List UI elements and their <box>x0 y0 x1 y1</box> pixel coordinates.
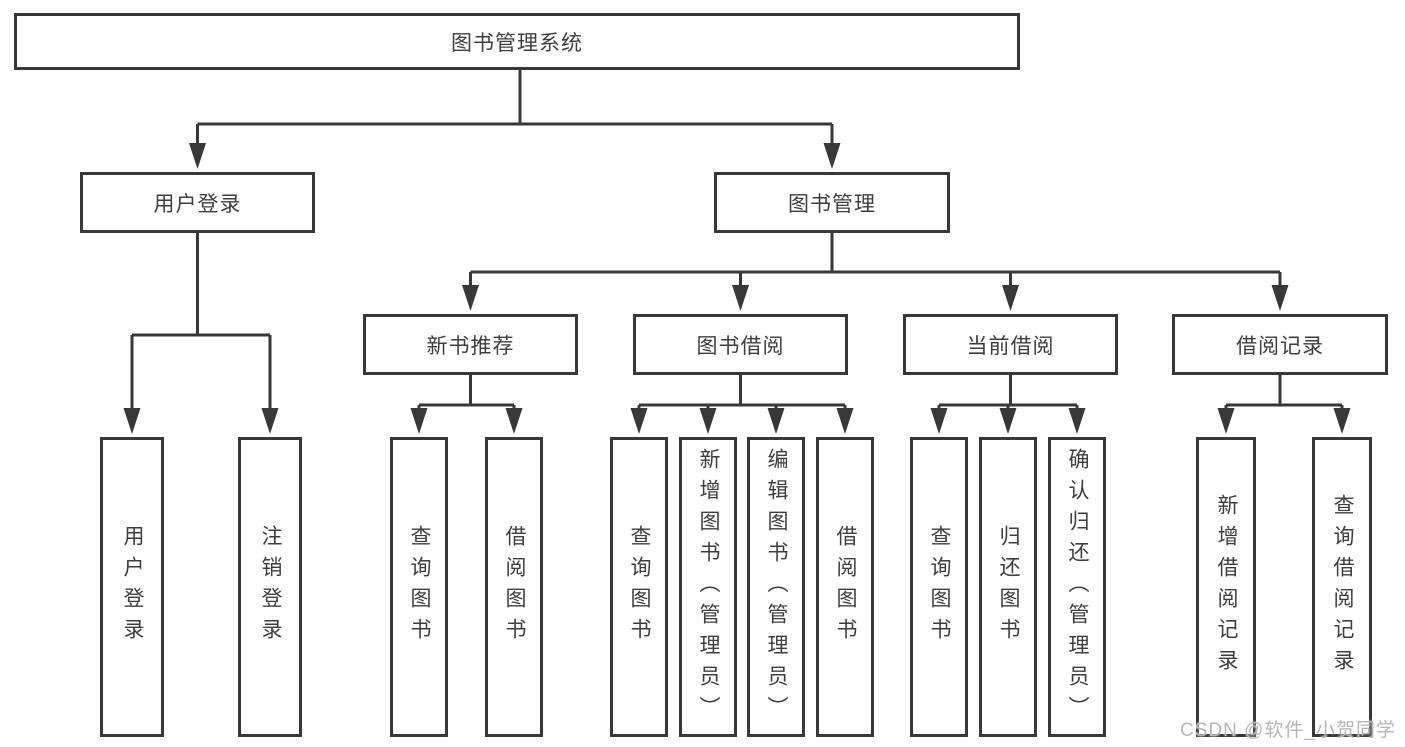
node-label: 借阅图书 <box>503 525 526 649</box>
node-return-books: 归还图书 <box>979 437 1037 737</box>
node-new-book-recommendation: 新书推荐 <box>363 314 578 375</box>
node-label: 借阅图书 <box>834 525 857 649</box>
node-query-borrow-record: 查询借阅记录 <box>1312 437 1372 737</box>
node-query-books-borrowing: 查询图书 <box>610 437 668 737</box>
node-add-books-admin: 新增图书（管理员） <box>679 437 737 737</box>
node-book-management: 图书管理 <box>714 172 950 233</box>
node-current-borrowing: 当前借阅 <box>903 314 1118 375</box>
node-logout: 注销登录 <box>238 437 302 737</box>
node-query-books-recommend: 查询图书 <box>390 437 448 737</box>
node-label: 查询图书 <box>628 525 651 649</box>
node-borrowing-records: 借阅记录 <box>1172 314 1388 375</box>
node-label: 图书借阅 <box>696 334 785 358</box>
node-label: 当前借阅 <box>966 334 1055 358</box>
node-label: 查询图书 <box>408 525 431 649</box>
csdn-watermark: CSDN @软件_小贺同学 <box>1180 720 1396 741</box>
node-user-login: 用户登录 <box>80 172 315 233</box>
node-label: 新增图书（管理员） <box>697 447 720 727</box>
arrowheads <box>123 143 1351 434</box>
node-library-management-system: 图书管理系统 <box>14 13 1020 70</box>
node-label: 新增借阅记录 <box>1215 494 1238 680</box>
node-label: 用户登录 <box>121 525 144 649</box>
node-confirm-return-admin: 确认归还（管理员） <box>1048 437 1106 737</box>
node-label: 查询图书 <box>928 525 951 649</box>
node-add-borrow-record: 新增借阅记录 <box>1196 437 1256 737</box>
node-edit-books-admin: 编辑图书（管理员） <box>747 437 805 737</box>
node-label: 借阅记录 <box>1236 334 1324 358</box>
node-label: 用户登录 <box>153 192 242 216</box>
node-borrow-books-leaf: 借阅图书 <box>816 437 874 737</box>
node-label: 新书推荐 <box>426 334 515 358</box>
node-query-books-current: 查询图书 <box>910 437 968 737</box>
node-label: 查询借阅记录 <box>1331 494 1354 680</box>
node-label: 图书管理 <box>788 192 876 216</box>
node-book-borrowing: 图书借阅 <box>633 314 848 375</box>
node-label: 确认归还（管理员） <box>1066 447 1089 727</box>
node-label: 注销登录 <box>259 525 282 649</box>
node-borrow-books-recommend: 借阅图书 <box>485 437 543 737</box>
node-label: 归还图书 <box>997 525 1020 649</box>
node-label: 编辑图书（管理员） <box>765 447 788 727</box>
node-label: 图书管理系统 <box>451 31 583 55</box>
node-user-login-leaf: 用户登录 <box>100 437 164 737</box>
